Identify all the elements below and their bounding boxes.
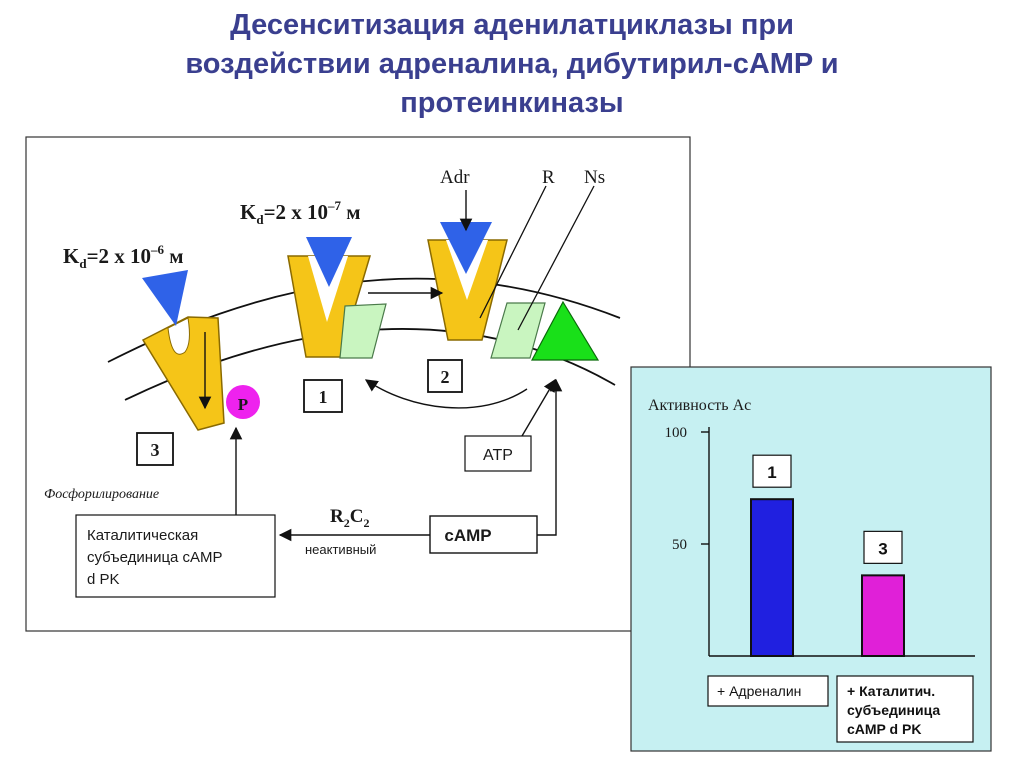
- label-adr: Adr: [440, 167, 470, 188]
- arrow-state2-to-state1: [364, 379, 528, 409]
- category-box-2: [836, 675, 974, 743]
- catalytic-line-3: d PK: [87, 571, 120, 588]
- arrow-ac-camp-link: [537, 378, 563, 536]
- bar-label-1: 1: [767, 463, 776, 482]
- kd-low-affinity: Kd=2 x 10–6 м: [63, 242, 184, 271]
- phosphate-label: P: [238, 395, 248, 414]
- state-box-3: [136, 432, 174, 466]
- title-line-2: воздействии адреналина, дибутирил-cAMP и: [185, 48, 839, 80]
- atp-box: [464, 435, 532, 472]
- state-box-2: [427, 359, 463, 393]
- title-line-1: Десенситизация аденилатциклазы при: [230, 9, 794, 41]
- gs-protein-state-1: [339, 303, 387, 359]
- pointer-r: [479, 185, 547, 319]
- kd-high-affinity: Kd=2 x 10–7 м: [240, 198, 361, 227]
- phosphate-badge: [226, 385, 260, 419]
- ligand-state-3: [142, 270, 188, 326]
- chart-title: Активность Ac: [648, 397, 751, 414]
- state-box-1: [303, 379, 343, 413]
- catalytic-subunit-box: [75, 514, 276, 598]
- ligand-state-1: [306, 237, 352, 287]
- label-phosphorylation: Фосфорилирование: [44, 487, 159, 502]
- bar-label-box-1: [752, 454, 792, 488]
- catalytic-line-2: субъединица cAMP: [87, 549, 223, 566]
- title-line-3: протеинкиназы: [400, 87, 624, 119]
- bar-2: [861, 574, 905, 657]
- ligand-state-2: [440, 222, 492, 274]
- state-label-1: 1: [319, 387, 328, 407]
- bar-label-box-2: [863, 530, 903, 564]
- label-ns: Ns: [584, 167, 605, 188]
- arrow-atp-to-ac: [521, 378, 556, 437]
- category-label-2-line-3: cAMP d PK: [847, 721, 921, 737]
- label-r: R: [542, 167, 555, 188]
- y-tick-label-100: 100: [665, 425, 688, 441]
- state-label-2: 2: [441, 367, 450, 387]
- label-r2c2: R2C2: [330, 506, 369, 530]
- label-inactive: неактивный: [305, 542, 376, 557]
- state-label-3: 3: [151, 440, 160, 460]
- bar-label-2: 3: [878, 539, 887, 558]
- category-label-2-line-2: субъединица: [847, 702, 940, 718]
- category-label-2-line-1: + Каталитич.: [847, 683, 935, 699]
- activity-chart: Активность Ac 50 100 1 + Адреналин 3 + Катали…: [630, 366, 992, 752]
- bar-1: [750, 498, 794, 658]
- slide-title: Десенситизация аденилатциклазы при возде…: [0, 6, 1024, 123]
- y-tick-label-50: 50: [672, 537, 687, 553]
- catalytic-line-1: Каталитическая: [87, 527, 198, 544]
- pointer-ns: [517, 185, 595, 331]
- adenylate-cyclase: [530, 300, 600, 361]
- category-label-1-line-1: + Адреналин: [717, 683, 801, 699]
- category-box-1: [707, 675, 829, 707]
- camp-label: cAMP: [444, 526, 491, 545]
- atp-label: ATP: [483, 447, 513, 464]
